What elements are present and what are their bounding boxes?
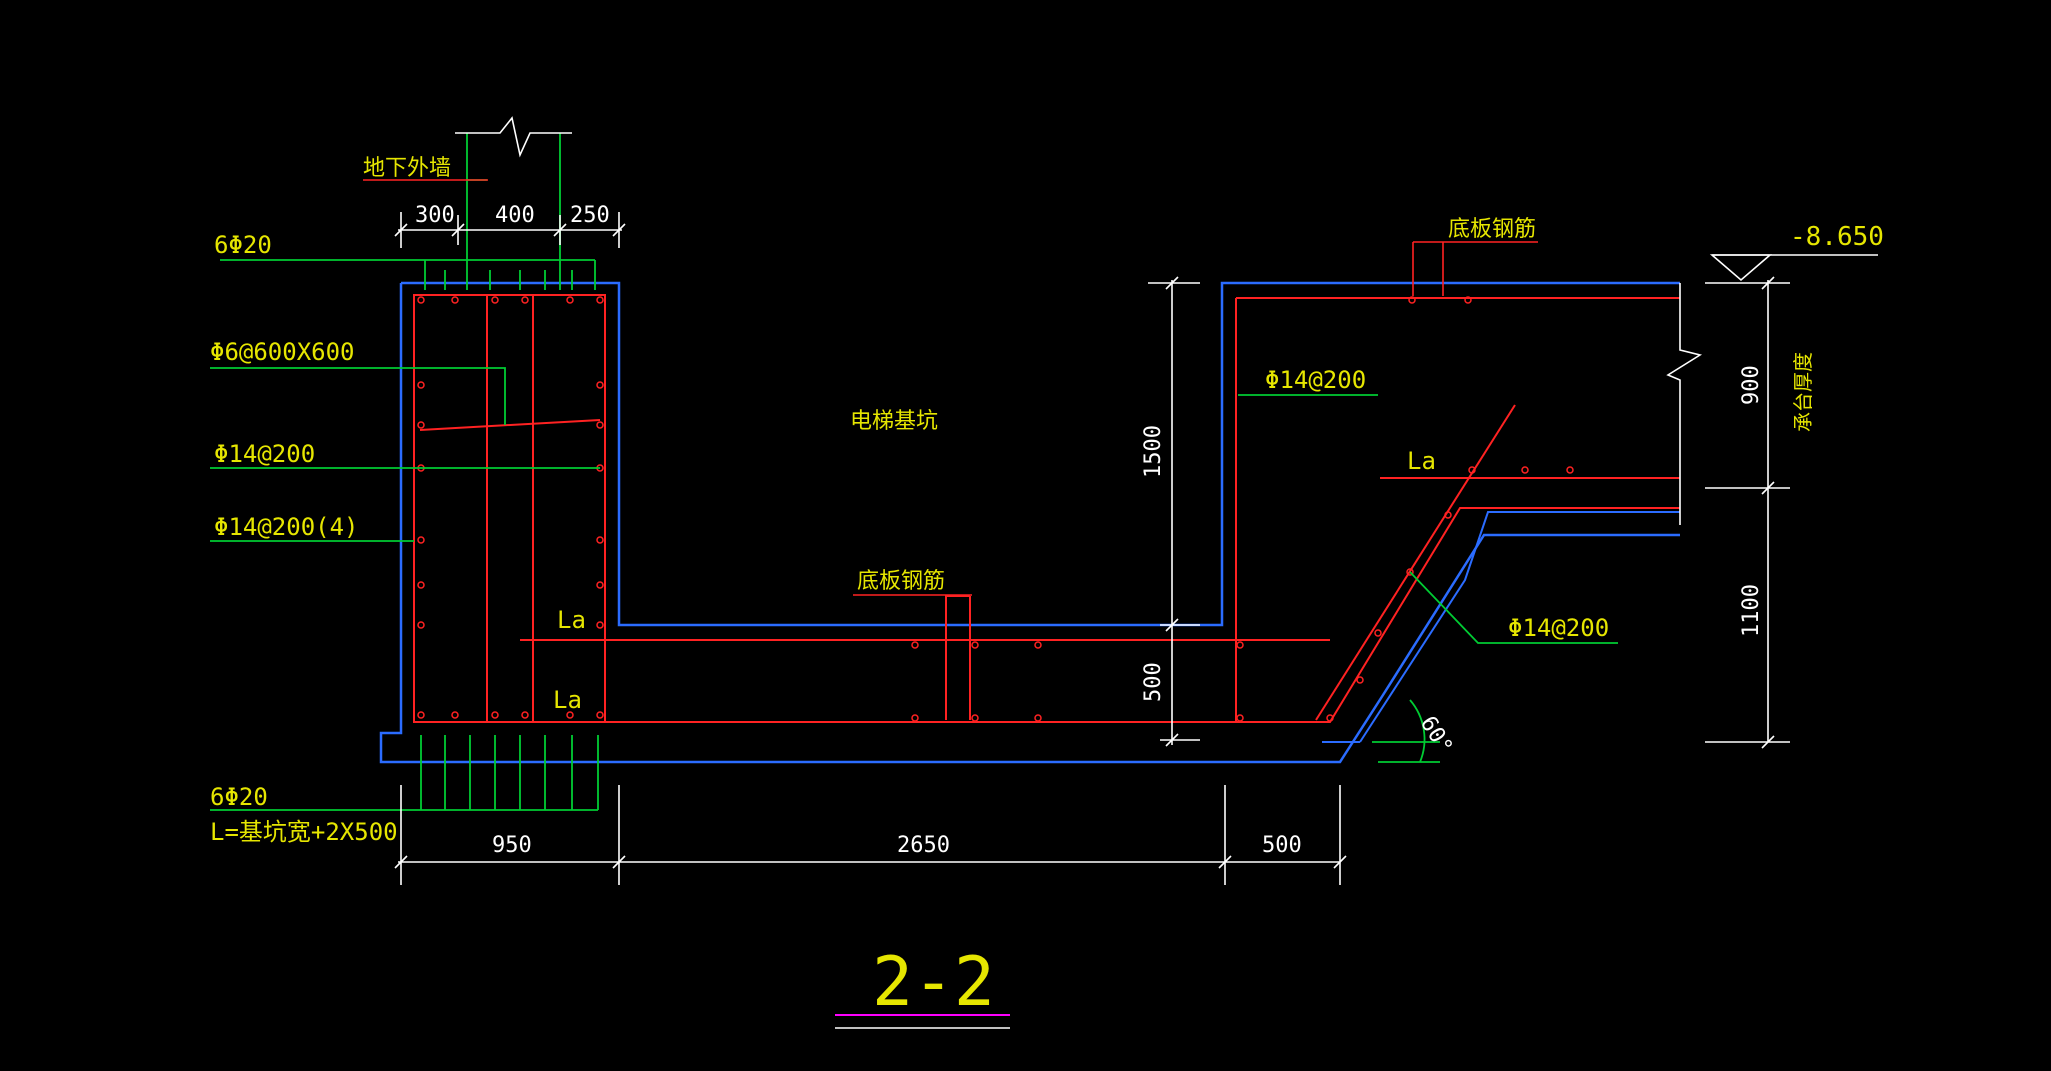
rebar-dot <box>521 296 529 304</box>
rebar-dot <box>491 711 499 719</box>
dim-950: 950 <box>492 833 532 858</box>
dimension-lines <box>394 116 1878 1029</box>
rebar-dot <box>1464 296 1472 304</box>
dim-400: 400 <box>495 203 535 228</box>
label-underlines <box>363 179 1538 596</box>
rebar-dot <box>566 296 574 304</box>
section-title: 2-2 <box>872 943 995 1022</box>
la-label-3: La <box>1407 447 1436 475</box>
callout-slope: Φ14@200 <box>1508 614 1609 642</box>
rebar-dot <box>911 641 919 649</box>
rebar-dot <box>417 536 425 544</box>
rebar-dots <box>417 296 1574 722</box>
dim-900: 900 <box>1739 365 1764 405</box>
dim-250: 250 <box>570 203 610 228</box>
rebar-dot <box>1034 641 1042 649</box>
rebar-dot <box>596 621 604 629</box>
callout-vertical: Φ14@200(4) <box>214 513 359 541</box>
pit-name-label: 电梯基坑 <box>850 409 938 434</box>
dim-500-vertical: 500 <box>1141 662 1166 702</box>
rebar-dot <box>971 714 979 722</box>
rebar-dot <box>1408 296 1416 304</box>
rebar-dot <box>596 421 604 429</box>
rebar-dot <box>451 296 459 304</box>
rebar-dot <box>1034 714 1042 722</box>
cap-thickness-label: 承台厚度 <box>1791 352 1815 432</box>
rebar-dot <box>1521 466 1529 474</box>
rebar-dot <box>1236 641 1244 649</box>
rebar-dot <box>417 296 425 304</box>
rebar-dot <box>596 536 604 544</box>
rebar-dot <box>566 711 574 719</box>
rebar-dot <box>1374 629 1382 637</box>
la-label-2: La <box>553 686 582 714</box>
callout-bottom-length: L=基坑宽+2X500 <box>210 818 398 846</box>
slab-rebar-mid-label: 底板钢筋 <box>857 569 945 594</box>
basement-wall-label: 地下外墙 <box>363 156 451 181</box>
rebar-dot <box>521 711 529 719</box>
rebar-dot <box>596 296 604 304</box>
rebar-dot <box>911 714 919 722</box>
rebar-dot <box>596 581 604 589</box>
dim-1100: 1100 <box>1739 584 1764 637</box>
dim-500-bottom: 500 <box>1262 833 1302 858</box>
leader-lines <box>210 133 1618 811</box>
dim-2650: 2650 <box>897 833 950 858</box>
rebar-dot <box>417 381 425 389</box>
rebar-dot <box>1356 676 1364 684</box>
callout-bottom-bars: 6Φ20 <box>210 783 268 811</box>
callout-horizontal: Φ14@200 <box>214 440 315 468</box>
rebar-dot <box>417 711 425 719</box>
rebar-dot <box>417 621 425 629</box>
rebar-dot <box>1566 466 1574 474</box>
rebar-dot <box>1406 568 1414 576</box>
elevation-label: -8.650 <box>1790 222 1884 252</box>
callout-top-bars: 6Φ20 <box>214 231 272 259</box>
rebar-dot <box>417 581 425 589</box>
rebar-dot <box>491 296 499 304</box>
rebar-dot <box>971 641 979 649</box>
rebar-dot <box>596 381 604 389</box>
la-label-1: La <box>557 606 586 634</box>
rebar-dot <box>451 711 459 719</box>
rebar-dot <box>1468 466 1476 474</box>
dim-300: 300 <box>415 203 455 228</box>
rebar-dot <box>1326 714 1334 722</box>
rebar-dot <box>417 421 425 429</box>
dim-1500: 1500 <box>1141 425 1166 478</box>
callout-right-wall: Φ14@200 <box>1265 366 1366 394</box>
rebar-dot <box>596 711 604 719</box>
callout-tie-bars: Φ6@600X600 <box>210 338 355 366</box>
rebar-dot <box>1444 511 1452 519</box>
concrete-outline <box>379 281 1680 764</box>
slab-rebar-top-label: 底板钢筋 <box>1448 217 1536 242</box>
rebar-dot <box>1236 714 1244 722</box>
rebar-lines <box>413 294 1680 723</box>
